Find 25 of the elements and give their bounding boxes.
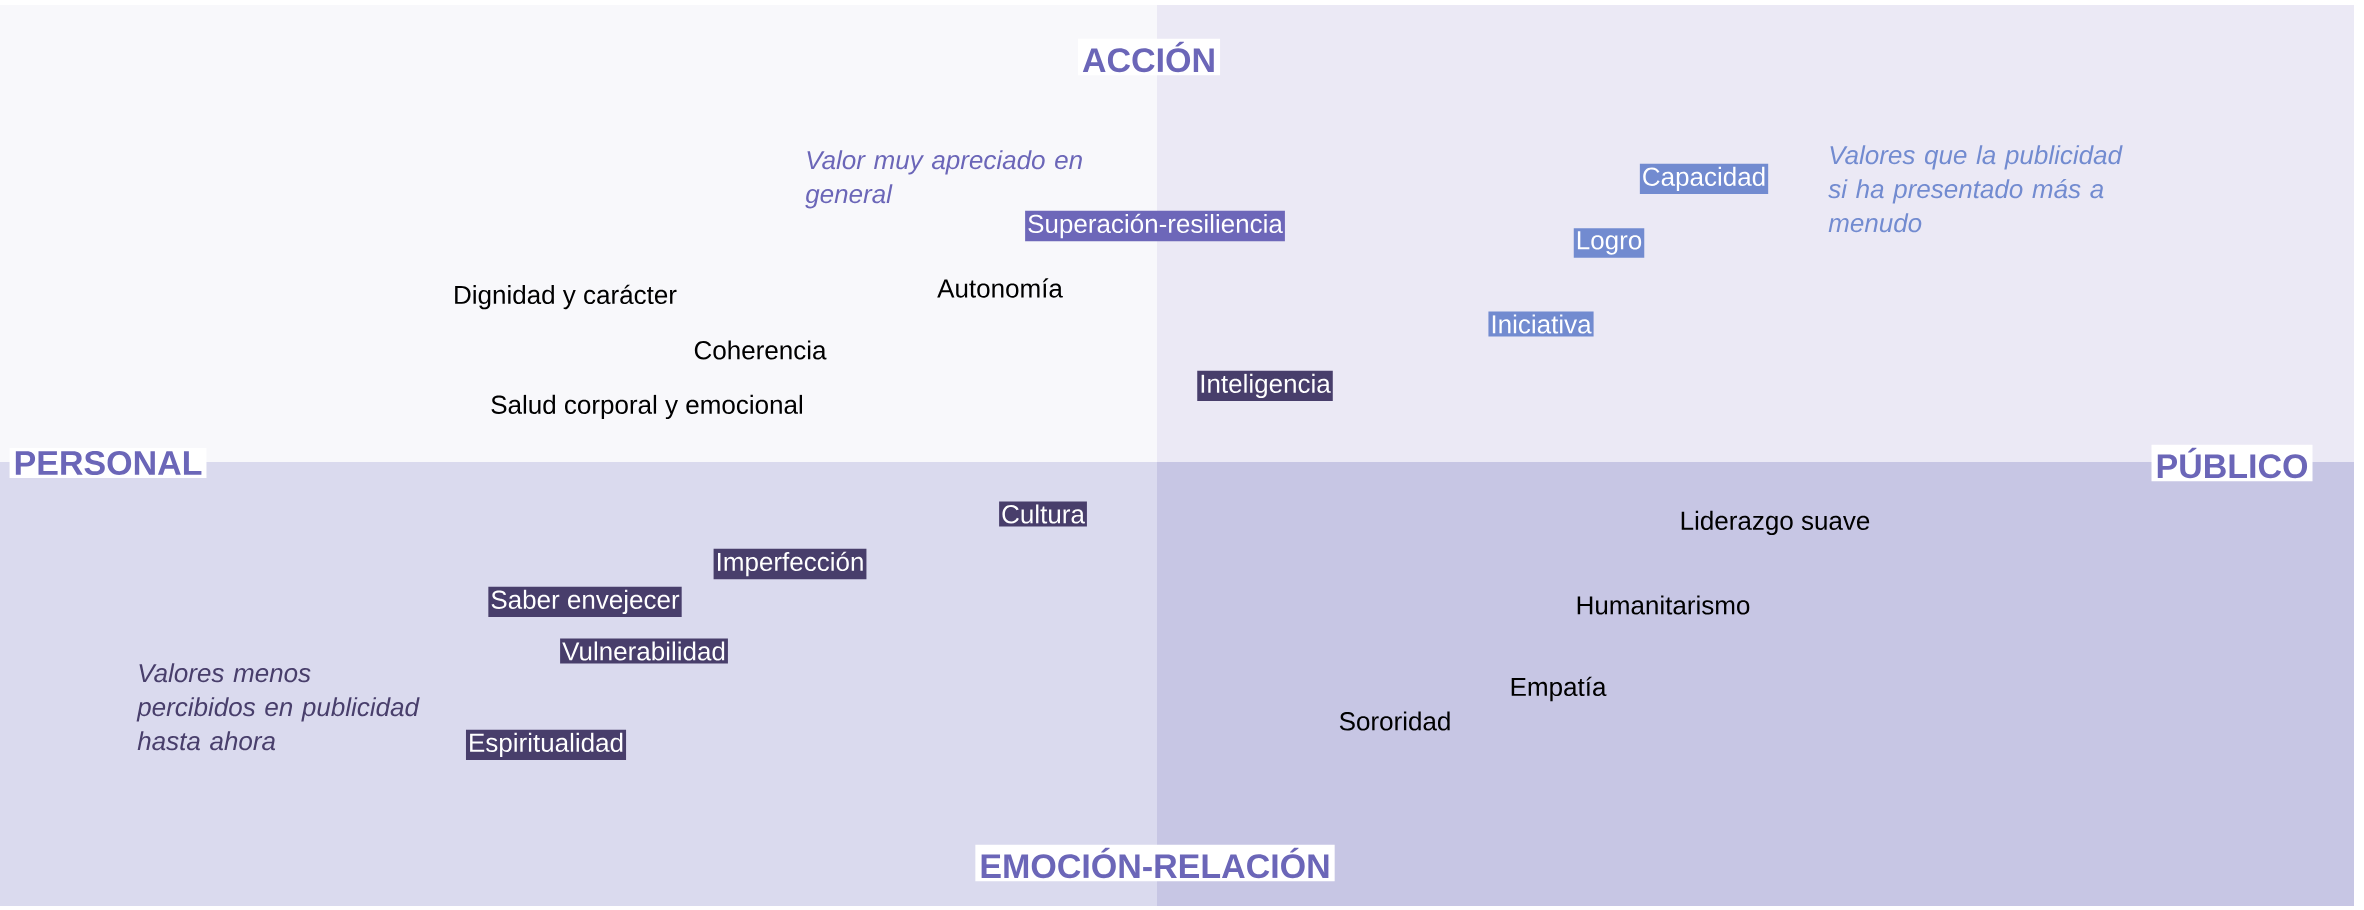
value-text: Empatía [1511,676,1607,702]
axis-title: PERSONAL [9,447,207,478]
value-text: Liderazgo suave [1681,510,1870,536]
value-tag: Inteligencia [1197,370,1333,402]
value-text: Humanitarismo [1577,595,1750,615]
value-tag: Saber envejecer [488,586,682,618]
value-text: Salud corporal y emocional [491,394,802,420]
value-tag: Espiritualidad [465,729,627,761]
value-text: Sororidad [1339,711,1450,731]
value-tag: Imperfección [713,548,867,580]
value-text: Dignidad y carácter [455,284,677,310]
note-text: Valores que la publicidad si ha presentado más a menudo [1828,145,2123,233]
value-tag: Superación-resiliencia [1025,210,1285,242]
axis-title: EMOCIÓN-RELACIÓN [975,844,1335,882]
axis-title: PÚBLICO [2151,444,2313,482]
note-text: Valores menos percibidos en publicidad hasta ahora [136,663,420,751]
value-tag: Iniciativa [1488,311,1594,337]
note-text: Valor muy apreciado en general [805,150,1082,209]
value-tag: Vulnerabilidad [560,638,728,664]
value-tag: Cultura [999,501,1087,527]
value-tag: Capacidad [1639,163,1769,195]
value-text: Autonomía [937,278,1063,298]
value-text: Coherencia [694,340,827,360]
axis-title: ACCIÓN [1077,38,1221,76]
value-tag: Logro [1573,228,1645,258]
